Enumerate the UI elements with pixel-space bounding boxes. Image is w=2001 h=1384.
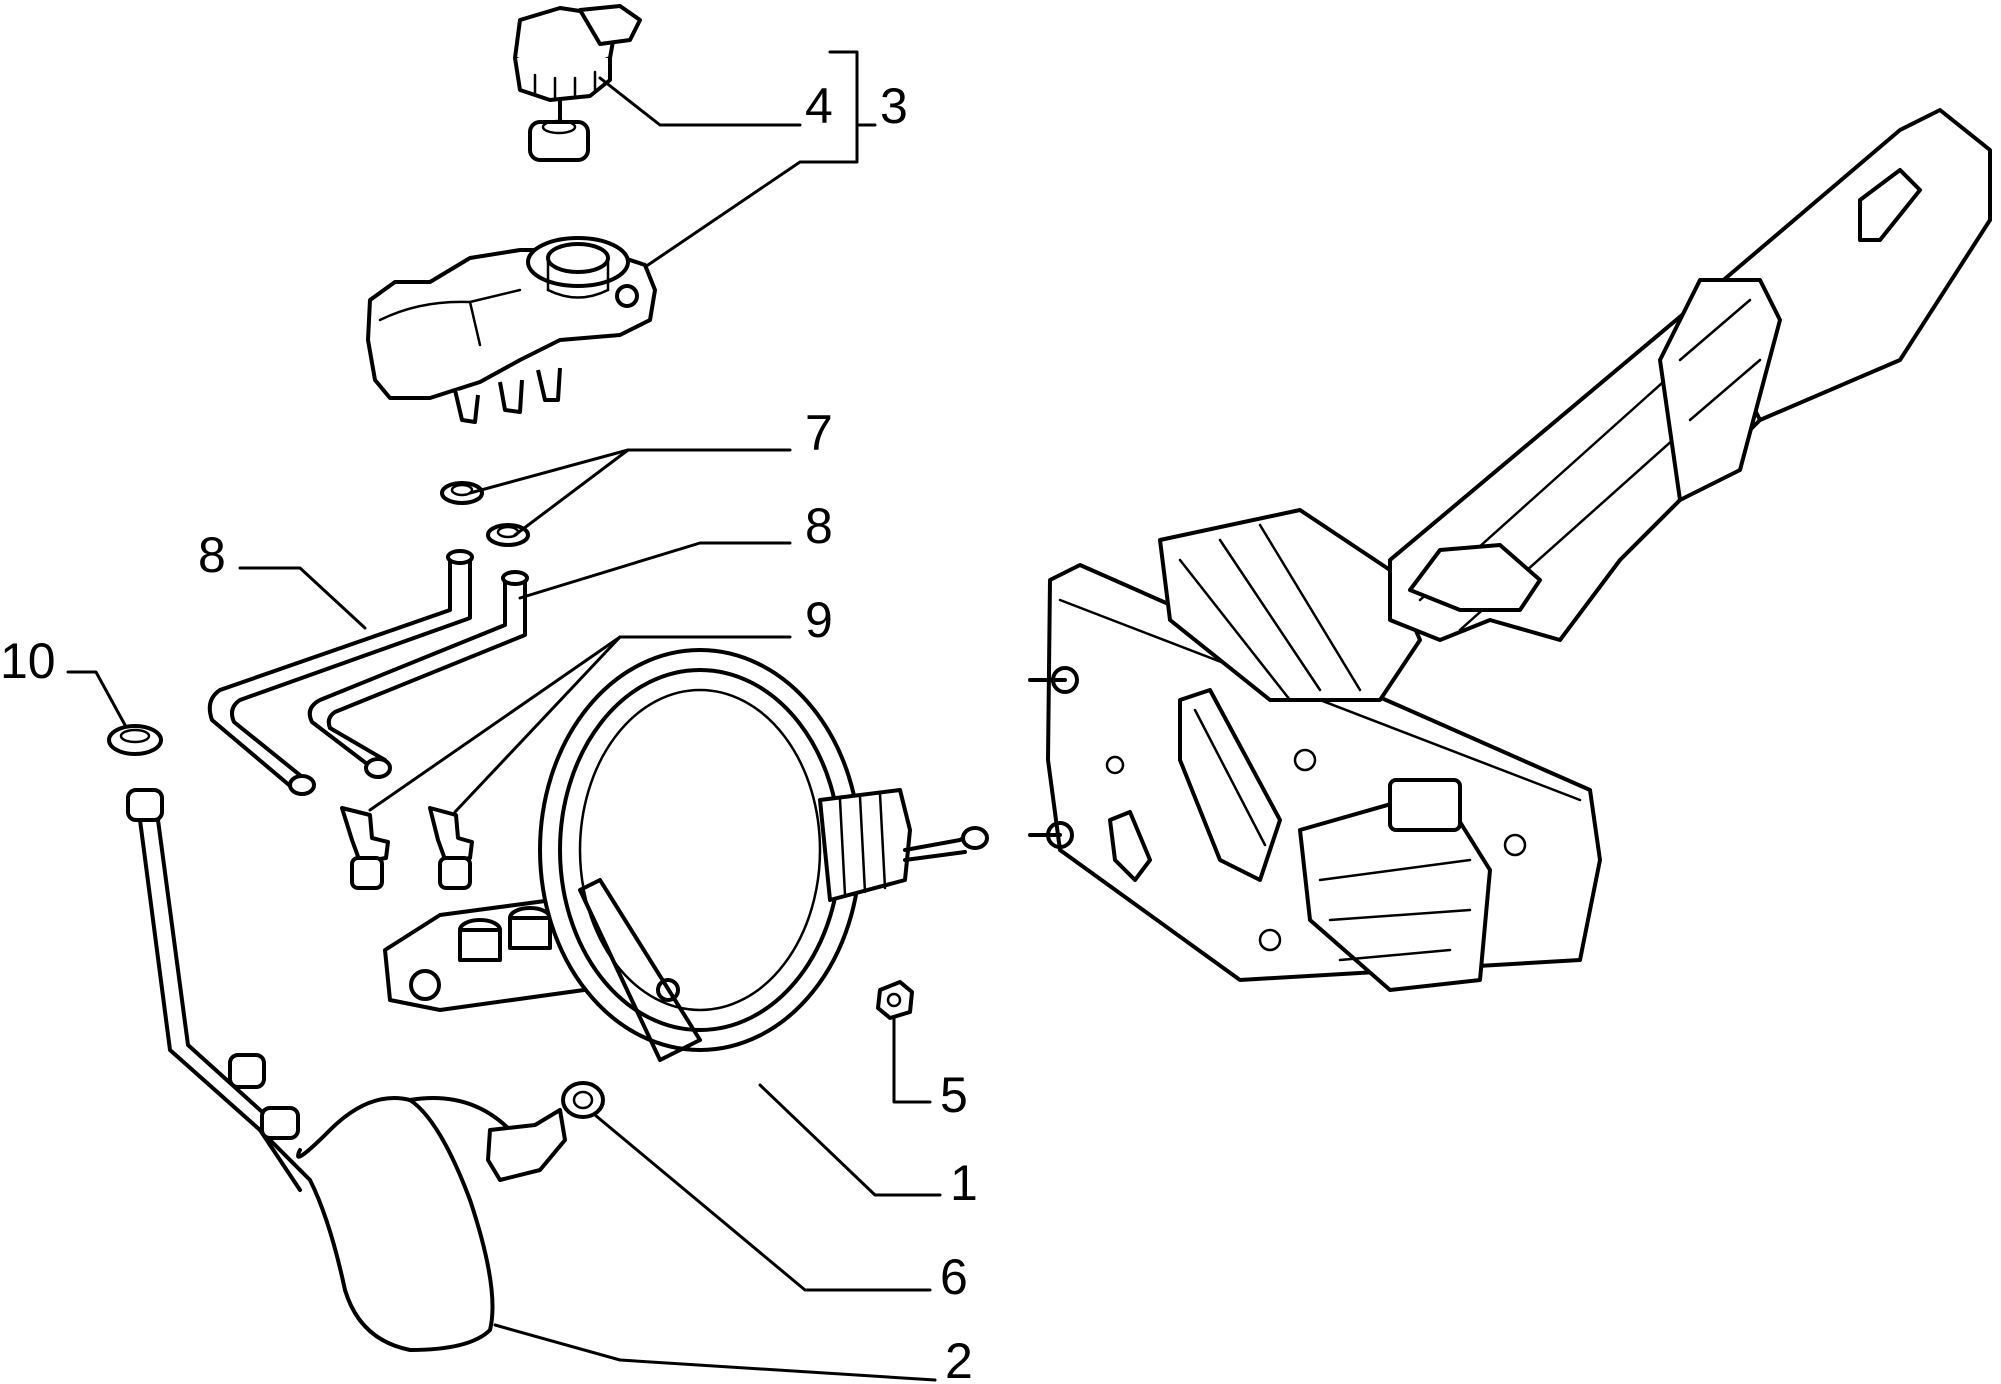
callout-6: 6 [940,1249,968,1305]
callout-8-left: 8 [198,527,226,583]
vacuum-hose [126,788,567,1352]
callout-9: 9 [805,592,833,648]
callout-8-right: 8 [805,498,833,554]
callout-10: 10 [0,633,56,689]
leader-lines [66,50,942,1382]
callout-3: 3 [880,78,908,134]
hose-clip [107,724,163,756]
callout-5: 5 [940,1067,968,1123]
brake-booster [538,648,989,1062]
washer [561,1081,605,1119]
brake-hoses [207,549,529,796]
fluid-reservoir [366,236,657,424]
nut [876,980,914,1020]
callout-1: 1 [950,1155,978,1211]
callout-7: 7 [805,405,833,461]
callout-4: 4 [805,78,833,134]
callout-labels: 4 3 7 8 8 9 10 5 1 6 2 [0,78,978,1384]
elbow-connectors [340,806,474,890]
callout-2: 2 [945,1333,973,1384]
pedal-box-assembly [1028,108,1992,992]
reservoir-cap-sensor [513,4,642,162]
